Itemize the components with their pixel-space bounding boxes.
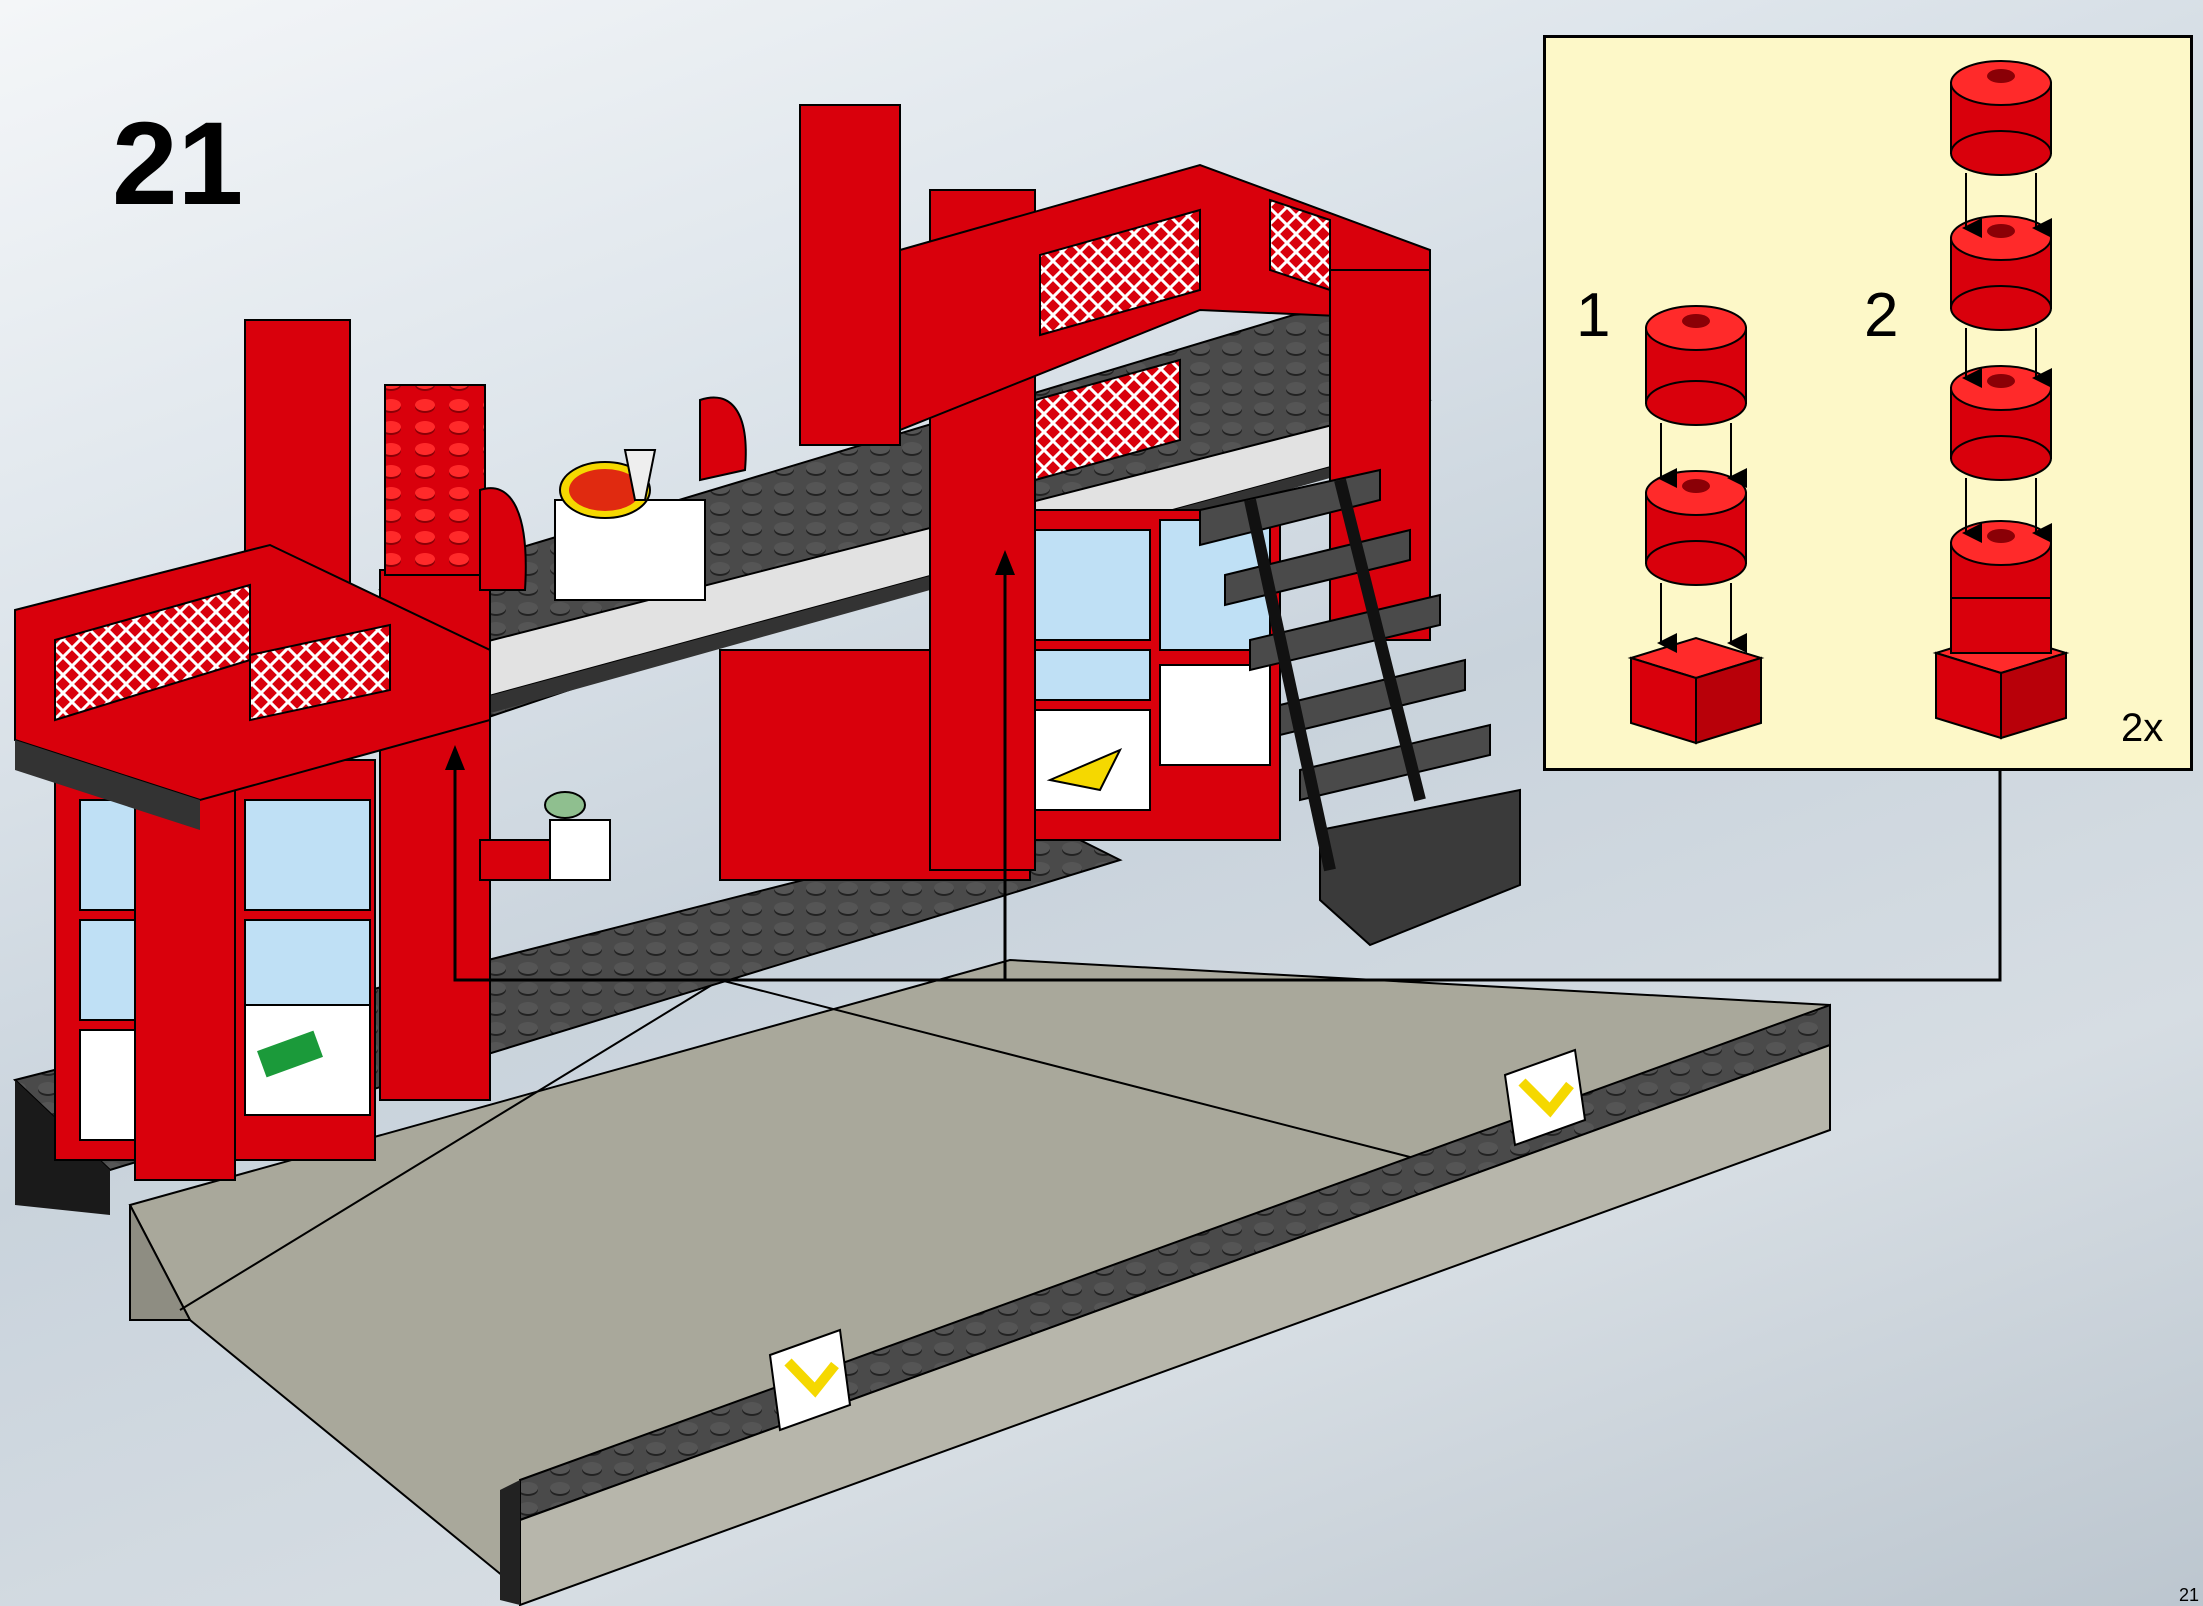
road-plate xyxy=(128,958,1831,1592)
step-number: 21 xyxy=(112,98,244,230)
column-subassembly xyxy=(1932,520,2070,740)
sub-assembly-callout: 1 2 2x xyxy=(1543,35,2193,771)
quantity-label: 2x xyxy=(2121,706,2164,750)
down-arrow-icon xyxy=(768,1328,852,1432)
round-brick xyxy=(1645,305,1747,426)
square-brick xyxy=(1627,636,1765,745)
sub-step-2-label: 2 xyxy=(1864,281,1899,350)
sub-step-2-assembly xyxy=(1932,60,2070,740)
center-building xyxy=(719,104,1431,881)
round-brick xyxy=(1645,470,1747,586)
callout-connector xyxy=(453,560,2002,982)
round-brick xyxy=(1950,215,2052,331)
round-brick xyxy=(1950,60,2052,176)
banknote-icon xyxy=(257,1030,323,1078)
up-arrow-icon xyxy=(445,745,465,770)
sub-assembly-illustration xyxy=(1627,60,2070,745)
left-building xyxy=(14,319,491,1181)
page-number: 21 xyxy=(2178,1585,2199,1605)
up-arrow-icon xyxy=(995,550,1015,575)
round-brick xyxy=(1950,365,2052,481)
pizza-icon xyxy=(559,461,651,519)
sub-step-1-label: 1 xyxy=(1576,281,1611,350)
down-arrow-icon xyxy=(1503,1048,1587,1147)
sub-step-1-assembly xyxy=(1627,305,1765,745)
curb xyxy=(500,1003,1831,1606)
stairs xyxy=(1199,468,1521,947)
dining-table xyxy=(479,396,747,601)
pizza-icon xyxy=(1046,748,1123,792)
